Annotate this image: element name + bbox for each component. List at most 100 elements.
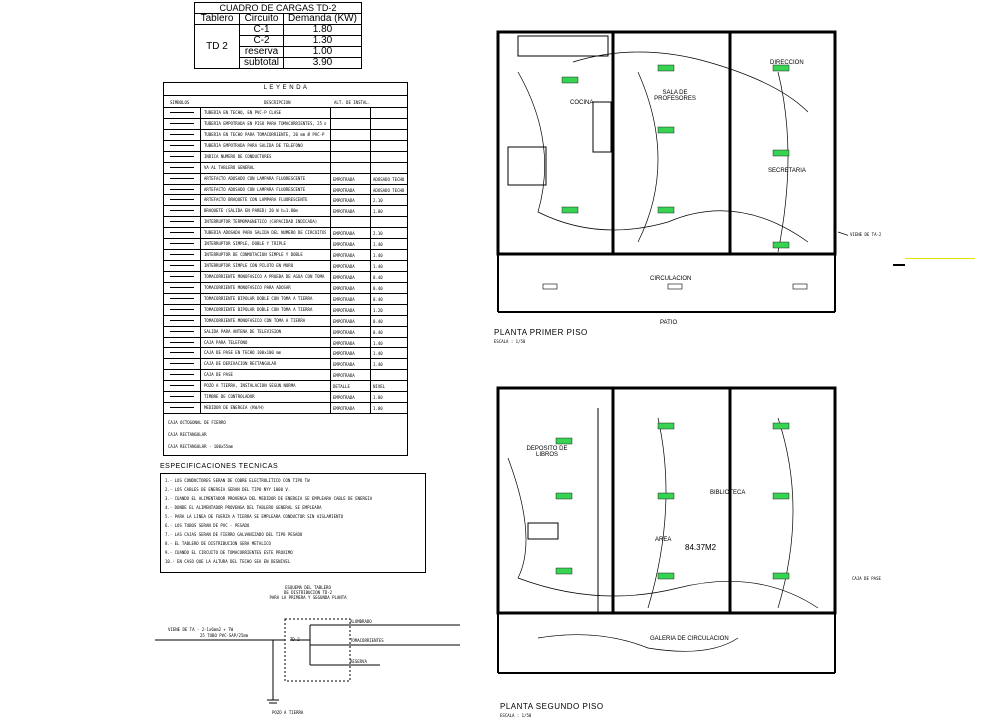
legend-height: 1.20 — [373, 307, 383, 313]
legend-height: 2.10 — [373, 231, 383, 237]
legend-col-symbol: SIMBOLOS — [170, 100, 190, 105]
loads-demand: 1.80 — [283, 24, 362, 36]
legend-table: L E Y E N D A SIMBOLOS DESCRIPCION ALT. … — [163, 82, 408, 456]
legend-row: ARTEFACTO BRAQUETE CON LAMPARA FLUORESCE… — [164, 194, 407, 207]
legend-row: TUBERIA EN TECHO, EN PVC-P CLASE — [164, 107, 407, 119]
legend-row: INTERRUPTOR TERMOMAGNETICO (CAPACIDAD IN… — [164, 216, 407, 229]
legend-description: TOMACORRIENTE MONOFASICO CON TOMA A TIER… — [204, 317, 306, 323]
legend-symbol-icon — [170, 396, 194, 398]
legend-install: DETALLE — [333, 384, 350, 390]
legend-height: 0.40 — [373, 296, 383, 302]
legend-height: 2.10 — [373, 198, 383, 204]
legend-install: EMPOTRADA — [333, 242, 355, 248]
legend-row: CAJA DE PASE EMPOTRADA — [164, 369, 407, 382]
legend-install: EMPOTRADA — [333, 187, 355, 193]
spec-line: 1.- LOS CONDUCTORES SERAN DE COBRE ELECT… — [165, 478, 310, 483]
legend-symbol-icon — [170, 122, 194, 124]
legend-description: MEDIDOR DE ENERGIA (KW/H) — [204, 405, 265, 411]
legend-description: POZO A TIERRA, INSTALACION SEGUN NORMA — [204, 383, 296, 389]
plan2-title: PLANTA SEGUNDO PISO — [500, 702, 604, 711]
loads-circuit: C-2 — [238, 35, 285, 47]
legend-row: TOMACORRIENTE BIPOLAR DOBLE CON TOMA A T… — [164, 303, 407, 316]
legend-title: L E Y E N D A — [263, 85, 308, 91]
legend-col-height: ALT. DE INSTAL. — [334, 100, 371, 105]
legend-description: TOMACORRIENTE MONOFASICO A PRUEBA DE AGU… — [204, 273, 326, 279]
legend-row: TOMACORRIENTE BIPOLAR DOBLE CON TOMA A T… — [164, 292, 407, 305]
legend-row: TUBERIA EMPOTRADA EN PISO PARA TOMACORRI… — [164, 117, 407, 130]
plan2-area-label: AREA — [655, 537, 672, 543]
legend-install: EMPOTRADA — [333, 198, 355, 204]
schematic-feed-sub: 25 TUBO PVC-SAP/25mm — [200, 633, 249, 638]
legend-description: CAJA PARA TELEFONO — [204, 339, 248, 345]
legend-symbol-icon — [170, 232, 194, 234]
legend-install: EMPOTRADA — [333, 296, 355, 302]
plan1-right-note: VIENE DE TA-2 — [850, 232, 882, 237]
legend-footer: CAJA OCTOGONAL DE FIERRO CAJA RECTANGULA… — [164, 413, 407, 455]
legend-row: INDICA NUMERO DE CONDUCTORES — [164, 150, 407, 163]
plan1-room: COCINA — [570, 100, 594, 106]
specs-title: ESPECIFICACIONES TECNICAS — [160, 463, 279, 470]
legend-symbol-icon — [170, 199, 194, 201]
spec-line: 6.- LOS TUBOS SERAN DE PVC - PESADO — [165, 523, 250, 528]
legend-row: TUBERIA EMPOTRADA PARA SALIDA DE TELEFON… — [164, 139, 407, 152]
legend-install: EMPOTRADA — [333, 253, 355, 259]
legend-description: TUBERIA ADOSADA PARA SALIDA DEL NUMERO D… — [204, 230, 326, 236]
legend-description: INTERRUPTOR SIMPLE, DOBLE Y TRIPLE — [204, 241, 286, 247]
legend-install: EMPOTRADA — [333, 373, 355, 379]
legend-description: TUBERIA EN TECHO, EN PVC-P CLASE — [204, 110, 282, 115]
plan2-area-value: 84.37M2 — [685, 543, 717, 552]
legend-symbol-icon — [170, 385, 194, 387]
loads-table-title: CUADRO DE CARGAS TD-2 — [194, 2, 362, 14]
plan2-room: BIBLIOTECA — [710, 490, 746, 496]
legend-symbol-icon — [170, 341, 194, 343]
legend-height: 0.40 — [373, 329, 383, 335]
legend-symbol-icon — [170, 166, 194, 168]
loads-demand: 3.90 — [283, 57, 362, 69]
legend-row: POZO A TIERRA, INSTALACION SEGUN NORMA DE… — [164, 380, 407, 393]
legend-footer-line: CAJA RECTANGULAR - 100x55mm — [168, 444, 234, 449]
legend-description: TUBERIA EMPOTRADA PARA SALIDA DE TELEFON… — [204, 142, 303, 148]
legend-symbol-icon — [170, 308, 194, 310]
spec-line: 4.- DONDE EL ALIMENTADOR PROVENGA DEL TA… — [165, 505, 322, 510]
schematic-title-line: ESQUEMA DEL TABLERO — [285, 585, 331, 590]
legend-install: EMPOTRADA — [333, 264, 355, 269]
legend-description: INTERRUPTOR TERMOMAGNETICO (CAPACIDAD IN… — [204, 219, 318, 225]
legend-symbol-icon — [170, 221, 194, 223]
floor-plan-1 — [496, 30, 848, 313]
legend-row: VA AL TABLERO GENERAL — [164, 161, 407, 174]
legend-row: TOMACORRIENTE MONOFASICO CON TOMA A TIER… — [164, 314, 407, 327]
plan1-room: PATIO — [660, 320, 678, 326]
legend-height: 1.80 — [373, 209, 383, 215]
spec-line: 2.- LOS CABLES DE ENERGIA SERAN DEL TIPO… — [165, 487, 291, 492]
legend-height: ADOSADO TECHO — [373, 176, 405, 182]
legend-symbol-icon — [170, 177, 194, 179]
loads-board: TD 2 — [194, 24, 240, 69]
loads-circuit: reserva — [238, 46, 285, 58]
legend-row: TOMACORRIENTE MONOFASICO A PRUEBA DE AGU… — [164, 270, 407, 283]
schematic-out-lighting: ALUMBRADO — [350, 619, 372, 624]
legend-description: CAJA DE PASE EN TECHO 100x100 mm — [204, 350, 282, 356]
legend-symbol-icon — [170, 188, 194, 190]
loads-demand: 1.00 — [283, 46, 362, 58]
legend-row: TUBERIA EN TECHO PARA TOMACORRIENTE, 20 … — [164, 128, 407, 141]
legend-height: 1.80 — [373, 406, 383, 412]
legend-description: TOMACORRIENTE MONOFASICO PARA ADOSAR — [204, 284, 291, 290]
distribution-schematic — [155, 618, 460, 704]
loads-circuit: C-1 — [238, 24, 285, 36]
legend-footer-line: CAJA OCTOGONAL DE FIERRO — [168, 420, 226, 425]
legend-symbol-icon — [170, 112, 194, 113]
legend-symbol-icon — [170, 133, 194, 135]
legend-description: CAJA DE PASE — [204, 372, 233, 378]
spec-line: 3.- CUANDO EL ALIMENTADOR PROVENGA DEL M… — [165, 496, 373, 501]
legend-height: 1.40 — [373, 242, 383, 248]
schematic-board: TD-2 — [290, 637, 300, 642]
legend-install: EMPOTRADA — [333, 307, 355, 313]
legend-col-description: DESCRIPCION — [264, 100, 291, 105]
legend-symbol-icon — [170, 286, 194, 288]
legend-install: EMPOTRADA — [333, 329, 355, 335]
schematic-title-line: DE DISTRIBUCION TD-2 — [283, 590, 333, 595]
